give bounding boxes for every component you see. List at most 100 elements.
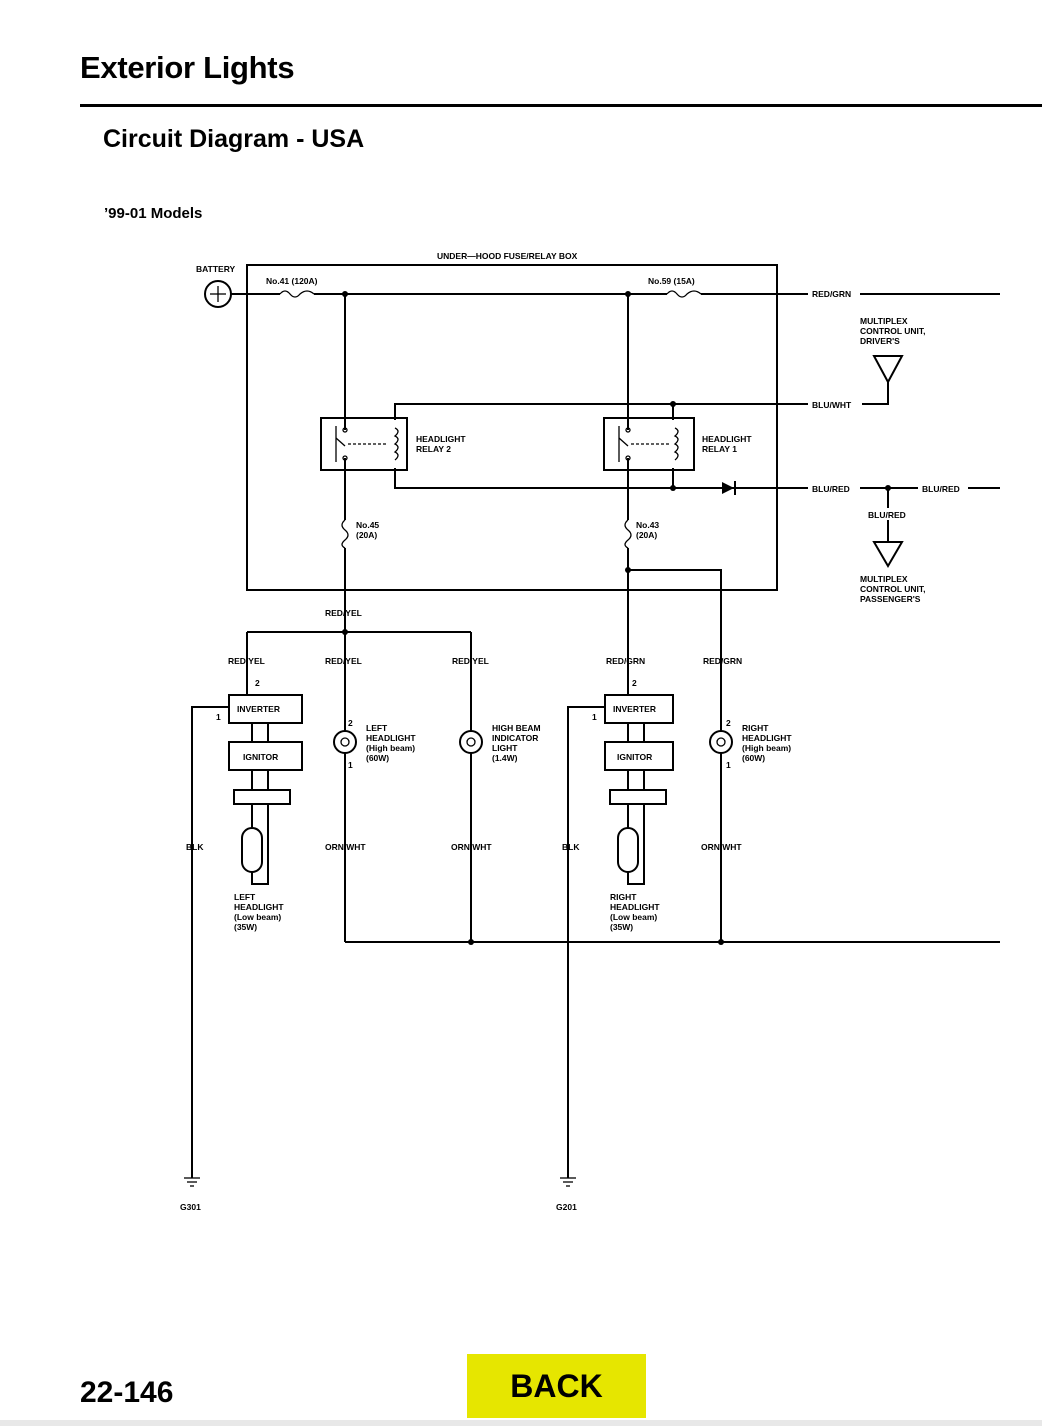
right-headlight-high-label-4: (60W) [742,753,765,763]
ignitor-left-label: IGNITOR [243,752,278,762]
fuse-59-label: No.59 (15A) [648,276,695,286]
relay-1-label-1: HEADLIGHT [702,434,752,444]
wire-label-red-grn-left: RED/GRN [606,656,645,666]
svg-text:1: 1 [216,712,221,722]
right-headlight-high-label-3: (High beam) [742,743,791,753]
left-headlight-low-label-1: LEFT [234,892,256,902]
left-headlight-high-label-1: LEFT [366,723,388,733]
fuse-43-icon [624,519,632,549]
fuse-43-label-2: (20A) [636,530,657,540]
mcu-driver-label-1: MULTIPLEX [860,316,908,326]
ignitor-right [604,741,674,771]
ground-g201-label: G201 [556,1202,577,1212]
lamp-base-left [233,789,291,805]
wire-label-orn-wht-1: ORN/WHT [325,842,366,852]
ground-g301-label: G301 [180,1202,201,1212]
inverter-left-label: INVERTER [237,704,280,714]
right-headlight-high-label-1: RIGHT [742,723,769,733]
svg-text:2: 2 [632,678,637,688]
blu-wht-wire [394,403,808,420]
wire-label-red-yel-main: RED/YEL [325,608,362,618]
ground-g301-icon [184,1177,200,1187]
right-headlight-low-label-4: (35W) [610,922,633,932]
back-button[interactable]: BACK [467,1354,646,1418]
inverter-left [228,694,303,724]
fuse-43-label-1: No.43 [636,520,659,530]
inverter-right [604,694,674,724]
models-label: ’99-01 Models [104,205,203,222]
fuse-45-label-2: (20A) [356,530,377,540]
ground-g201-icon [560,1177,576,1187]
svg-text:2: 2 [348,718,353,728]
headlight-relay-2 [320,417,408,471]
svg-text:1: 1 [348,760,353,770]
left-headlight-high-label-3: (High beam) [366,743,415,753]
wire-label-blu-red-2: BLU/RED [922,484,960,494]
relay-1-label-2: RELAY 1 [702,444,737,454]
diode-icon [722,482,734,494]
battery-label: BATTERY [196,264,236,274]
blu-red-wire [394,468,808,489]
wire-label-blk-right: BLK [562,842,580,852]
wire-label-red-yel-center: RED/YEL [325,656,362,666]
right-high-beam-bulb-icon [709,730,733,754]
left-high-beam-bulb-icon [333,730,357,754]
left-headlight-low-label-3: (Low beam) [234,912,281,922]
wire-label-blu-red-1: BLU/RED [812,484,850,494]
wire-label-red-grn-top: RED/GRN [812,289,851,299]
left-low-beam-bulb-icon [241,827,263,873]
mcu-passenger-label-3: PASSENGER'S [860,594,921,604]
wire-label-red-yel-right: RED/YEL [452,656,489,666]
left-headlight-low-label-2: HEADLIGHT [234,902,284,912]
page-title: Exterior Lights [80,50,295,85]
left-headlight-high-label-4: (60W) [366,753,389,763]
ignitor-right-label: IGNITOR [617,752,652,762]
page-number: 22-146 [80,1376,174,1409]
mcu-driver-label-3: DRIVER'S [860,336,900,346]
svg-text:2: 2 [726,718,731,728]
right-low-beam-bulb-icon [617,827,639,873]
svg-text:2: 2 [255,678,260,688]
mcu-driver-triangle-icon [872,355,904,385]
fuse-relay-box [246,264,778,591]
title-divider [80,104,1042,107]
section-title: Circuit Diagram - USA [103,125,365,153]
high-beam-indicator-label-1: HIGH BEAM [492,723,541,733]
high-beam-indicator-label-4: (1.4W) [492,753,518,763]
fuse-41-label: No.41 (120A) [266,276,318,286]
right-headlight-low-label-3: (Low beam) [610,912,657,922]
wire-label-orn-wht-3: ORN/WHT [701,842,742,852]
left-headlight-low-label-4: (35W) [234,922,257,932]
inverter-right-label: INVERTER [613,704,656,714]
fuse-45-label-1: No.45 [356,520,379,530]
high-beam-indicator-label-2: INDICATOR [492,733,538,743]
fuse-41-icon [279,290,315,298]
wire-label-orn-wht-2: ORN/WHT [451,842,492,852]
fuse-box-label: UNDER—HOOD FUSE/RELAY BOX [437,251,578,261]
svg-text:1: 1 [726,760,731,770]
mcu-passenger-label-1: MULTIPLEX [860,574,908,584]
fuse-45-icon [341,519,349,549]
mcu-passenger-label-2: CONTROL UNIT, [860,584,925,594]
right-headlight-high-label-2: HEADLIGHT [742,733,792,743]
wire-label-blu-wht: BLU/WHT [812,400,852,410]
wire-label-red-yel-left: RED/YEL [228,656,265,666]
svg-text:1: 1 [592,712,597,722]
right-headlight-low-label-2: HEADLIGHT [610,902,660,912]
wire-label-red-grn-right: RED/GRN [703,656,742,666]
relay-2-label-2: RELAY 2 [416,444,451,454]
mcu-passenger-triangle-icon [872,541,904,568]
right-headlight-low-label-1: RIGHT [610,892,637,902]
relay-2-label-1: HEADLIGHT [416,434,466,444]
ignitor-left [228,741,303,771]
lamp-base-right [609,789,667,805]
wire-label-blk-left: BLK [186,842,204,852]
mcu-driver-label-2: CONTROL UNIT, [860,326,925,336]
left-headlight-high-label-2: HEADLIGHT [366,733,416,743]
bottom-strip [0,1420,1042,1426]
battery-icon [204,280,232,308]
fuse-59-icon [666,290,702,298]
high-beam-indicator-bulb-icon [459,730,483,754]
wire-label-blu-red-3: BLU/RED [868,510,906,520]
